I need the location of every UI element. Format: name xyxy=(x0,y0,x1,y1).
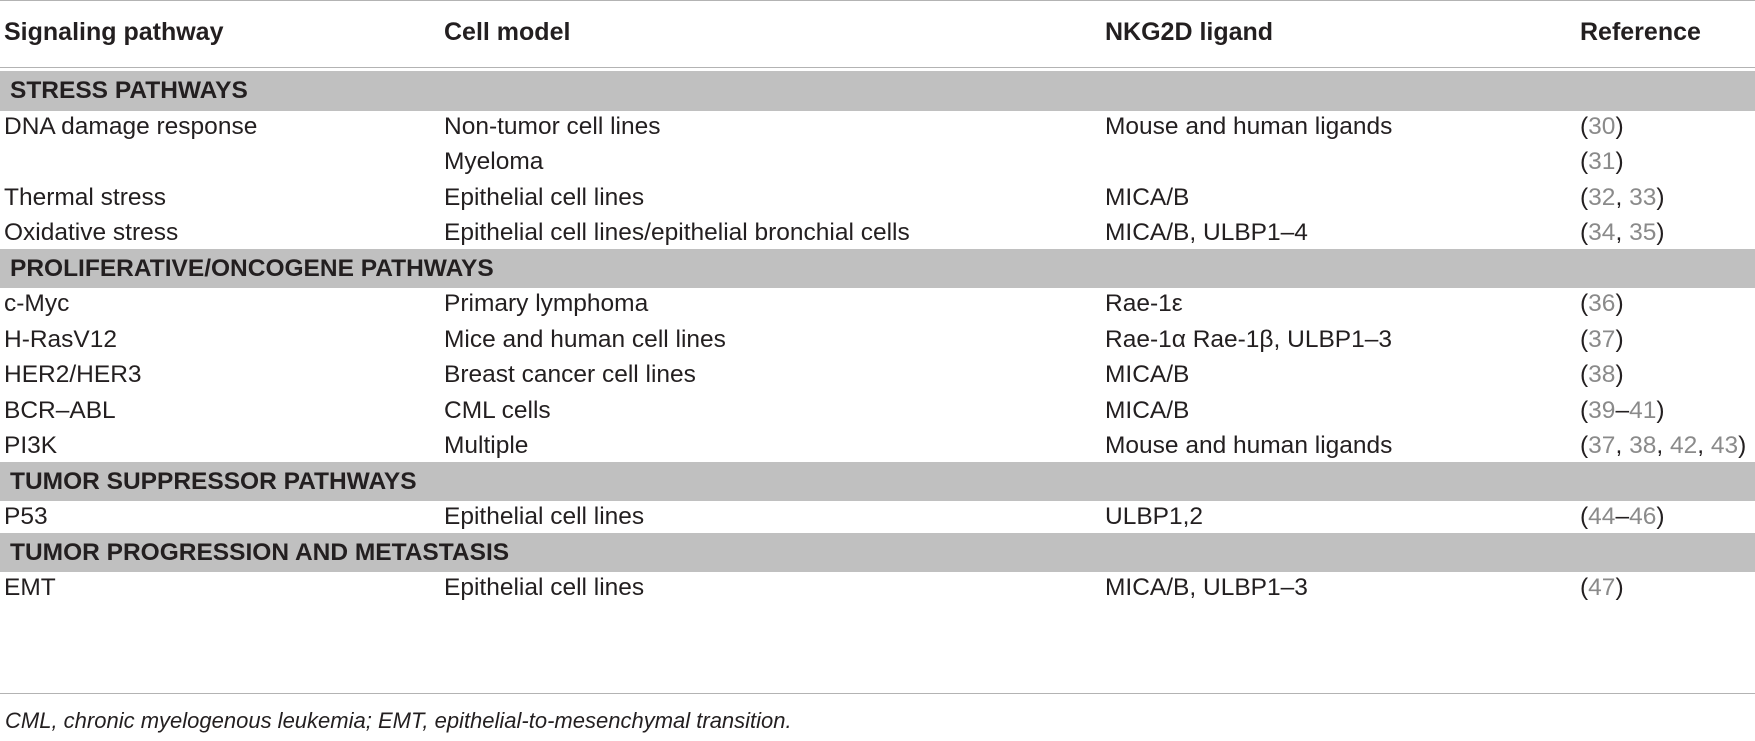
reference-link[interactable]: 38 xyxy=(1588,361,1616,388)
cell-reference: (38) xyxy=(1580,361,1624,388)
header-reference: Reference xyxy=(1580,18,1701,46)
table-bottom-rule xyxy=(0,693,1755,694)
table-row: HER2/HER3 Breast cancer cell lines MICA/B (… xyxy=(0,355,1755,395)
cell-cell-model: Epithelial cell lines xyxy=(444,574,645,601)
reference-link[interactable]: 31 xyxy=(1588,148,1616,175)
table-row: Thermal stress Epithelial cell lines MICA/… xyxy=(0,178,1755,218)
section-header-row: TUMOR SUPPRESSOR PATHWAYS xyxy=(0,461,1755,502)
table-row: DNA damage response Non-tumor cell lines M… xyxy=(0,107,1755,147)
cell-nkg2d-ligand: ULBP1,2 xyxy=(1105,503,1204,530)
cell-nkg2d-ligand: Mouse and human ligands xyxy=(1105,432,1393,459)
cell-reference: (32, 33) xyxy=(1580,183,1665,211)
table-footnote: CML, chronic myelogenous leukemia; EMT, … xyxy=(5,708,792,733)
reference-link[interactable]: 43 xyxy=(1710,432,1739,459)
cell-reference: (37, 38, 42, 43) xyxy=(1580,432,1747,459)
cell-signaling-pathway: Thermal stress xyxy=(4,183,167,211)
cell-reference: (39–41) xyxy=(1580,396,1665,424)
reference-link[interactable]: 34 xyxy=(1588,219,1616,246)
table-row: BCR–ABL CML cells MICA/B (39–41) xyxy=(0,391,1755,431)
cell-signaling-pathway: EMT xyxy=(4,574,56,601)
cell-signaling-pathway: DNA damage response xyxy=(4,112,258,140)
cell-nkg2d-ligand: MICA/B xyxy=(1105,183,1190,211)
cell-nkg2d-ligand: MICA/B xyxy=(1105,396,1190,424)
table-row: EMT Epithelial cell lines MICA/B, ULBP1–3 (… xyxy=(0,568,1755,608)
cell-signaling-pathway: Oxidative stress xyxy=(4,219,179,246)
cell-cell-model: Myeloma xyxy=(444,148,544,175)
cell-cell-model: Non-tumor cell lines xyxy=(444,112,661,140)
section-label: STRESS PATHWAYS xyxy=(10,77,248,104)
section-header-row: PROLIFERATIVE/ONCOGENE PATHWAYS xyxy=(0,248,1755,289)
cell-signaling-pathway: BCR–ABL xyxy=(4,396,116,424)
header-rule xyxy=(0,67,1755,68)
cell-reference: (31) xyxy=(1580,148,1624,175)
section-label: TUMOR PROGRESSION AND METASTASIS xyxy=(10,538,510,566)
table-row: Myeloma (31) xyxy=(0,142,1755,182)
table-top-rule xyxy=(0,0,1755,1)
reference-link[interactable]: 46 xyxy=(1629,503,1657,530)
reference-link[interactable]: 37 xyxy=(1588,432,1616,459)
section-label: TUMOR SUPPRESSOR PATHWAYS xyxy=(10,467,417,495)
reference-link[interactable]: 33 xyxy=(1629,183,1657,211)
table-row: P53 Epithelial cell lines ULBP1,2 (44–46) xyxy=(0,497,1755,537)
cell-nkg2d-ligand: MICA/B xyxy=(1105,361,1190,388)
cell-cell-model: Epithelial cell lines xyxy=(444,183,645,211)
cell-cell-model: Mice and human cell lines xyxy=(444,325,726,353)
cell-cell-model: Epithelial cell lines/epithelial bronchi… xyxy=(444,219,910,246)
reference-link[interactable]: 37 xyxy=(1588,325,1616,353)
table-row: c-Myc Primary lymphoma Rae-1ε (36) xyxy=(0,284,1755,324)
cell-cell-model: Epithelial cell lines xyxy=(444,503,645,530)
reference-link[interactable]: 41 xyxy=(1629,396,1657,424)
cell-cell-model: Multiple xyxy=(444,432,529,459)
cell-signaling-pathway: H-RasV12 xyxy=(4,325,118,353)
cell-nkg2d-ligand: Rae-1α Rae-1β, ULBP1–3 xyxy=(1105,325,1393,353)
header-signaling-pathway: Signaling pathway xyxy=(4,18,224,46)
cell-reference: (36) xyxy=(1580,290,1624,317)
reference-link[interactable]: 36 xyxy=(1588,290,1616,317)
cell-cell-model: Breast cancer cell lines xyxy=(444,361,696,388)
reference-link[interactable]: 39 xyxy=(1588,396,1616,424)
cell-nkg2d-ligand: MICA/B, ULBP1–3 xyxy=(1105,574,1308,601)
cell-reference: (34, 35) xyxy=(1580,219,1665,246)
cell-nkg2d-ligand: Rae-1ε xyxy=(1105,290,1183,317)
table-row: PI3K Multiple Mouse and human ligands (37, … xyxy=(0,426,1755,466)
reference-link[interactable]: 35 xyxy=(1629,219,1657,246)
cell-signaling-pathway: P53 xyxy=(4,503,48,530)
cell-reference: (37) xyxy=(1580,325,1624,353)
table-row: Oxidative stress Epithelial cell lines/ep… xyxy=(0,213,1755,253)
cell-reference: (30) xyxy=(1580,112,1624,140)
reference-link[interactable]: 38 xyxy=(1629,432,1657,459)
section-header-row: TUMOR PROGRESSION AND METASTASIS xyxy=(0,532,1755,573)
header-cell-model: Cell model xyxy=(444,18,571,46)
reference-link[interactable]: 42 xyxy=(1669,432,1698,459)
section-label: PROLIFERATIVE/ONCOGENE PATHWAYS xyxy=(10,254,494,282)
reference-link[interactable]: 30 xyxy=(1588,112,1616,140)
section-header-row: STRESS PATHWAYS xyxy=(0,71,1755,111)
cell-nkg2d-ligand: MICA/B, ULBP1–4 xyxy=(1105,219,1308,246)
cell-signaling-pathway: PI3K xyxy=(4,432,58,459)
cell-signaling-pathway: c-Myc xyxy=(4,290,70,317)
reference-link[interactable]: 44 xyxy=(1588,503,1616,530)
cell-reference: (44–46) xyxy=(1580,503,1665,530)
table-row: H-RasV12 Mice and human cell lines Rae-1α … xyxy=(0,320,1755,360)
cell-cell-model: Primary lymphoma xyxy=(444,290,649,317)
cell-cell-model: CML cells xyxy=(444,396,551,424)
reference-link[interactable]: 47 xyxy=(1588,574,1616,601)
cell-signaling-pathway: HER2/HER3 xyxy=(4,361,142,388)
cell-reference: (47) xyxy=(1580,574,1624,601)
header-nkg2d-ligand: NKG2D ligand xyxy=(1105,18,1274,46)
reference-link[interactable]: 32 xyxy=(1588,183,1616,211)
cell-nkg2d-ligand: Mouse and human ligands xyxy=(1105,112,1393,140)
